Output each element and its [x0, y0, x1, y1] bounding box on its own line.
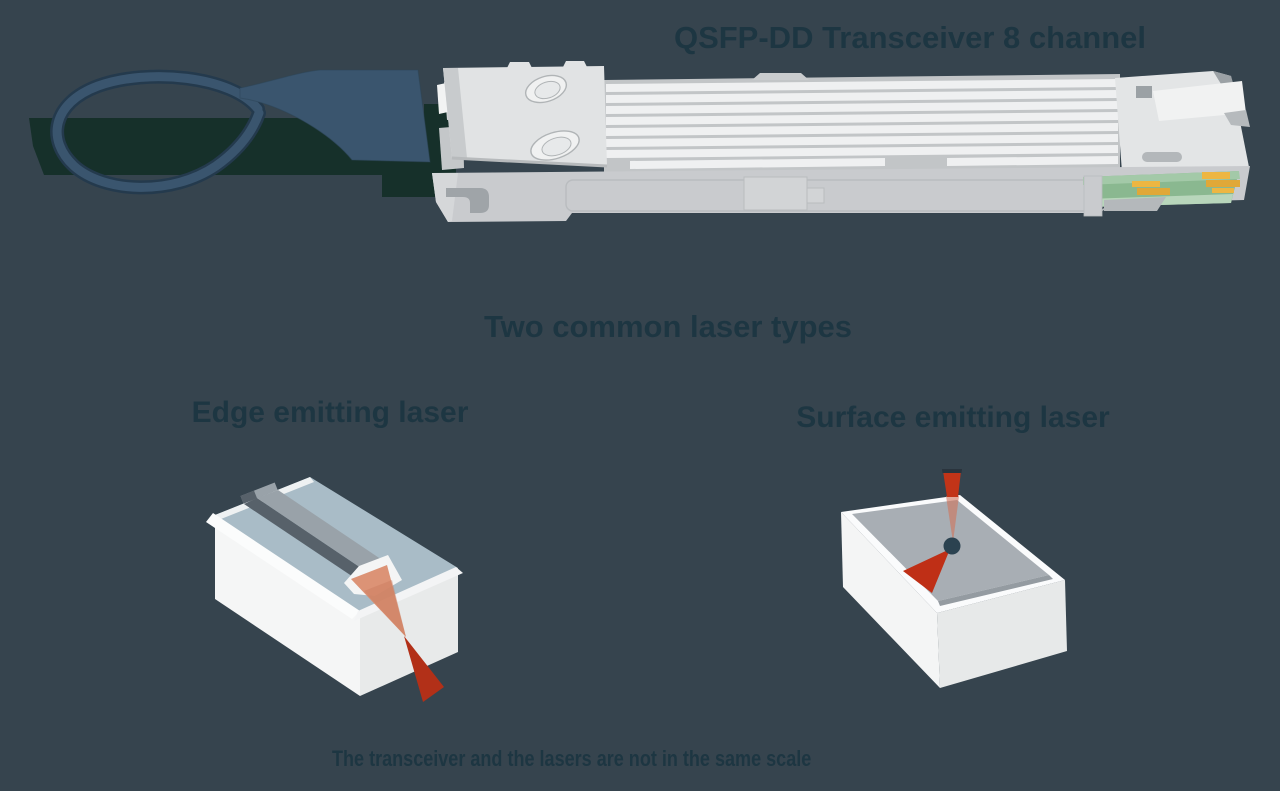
transceiver-illustration — [29, 61, 1250, 222]
transceiver-body — [432, 61, 1250, 222]
gold-contact-pad — [1132, 181, 1160, 187]
surface-laser-beam — [903, 469, 962, 593]
gold-contact-pad — [1206, 180, 1240, 187]
gold-contact-pad — [1212, 188, 1234, 193]
edge-laser-block — [206, 477, 463, 696]
transceiver-title: QSFP-DD Transceiver 8 channel — [673, 20, 1147, 55]
section-title: Two common laser types — [483, 309, 853, 344]
gold-contact-pad — [1137, 188, 1170, 195]
surface-laser-label: Surface emitting laser — [796, 401, 1110, 434]
lower-housing — [432, 166, 1250, 222]
front-plate — [443, 61, 608, 168]
surface-emitting-laser-illustration — [841, 469, 1067, 688]
pull-tab — [239, 69, 431, 163]
pcb-edge-connector — [1083, 171, 1240, 217]
pull-tab-loop — [50, 69, 431, 195]
latch-hook — [446, 188, 489, 213]
heatsink-fins — [604, 73, 1120, 174]
laser-aperture-dot — [943, 537, 961, 555]
edge-laser-beam — [351, 565, 444, 702]
laser-ridge — [240, 482, 391, 580]
scale-footnote: The transceiver and the lasers are not i… — [332, 746, 812, 771]
end-cap — [1115, 71, 1250, 172]
gold-contact-pad — [1202, 172, 1230, 179]
edge-laser-label: Edge emitting laser — [191, 396, 469, 429]
edge-emitting-laser-illustration — [206, 477, 463, 702]
